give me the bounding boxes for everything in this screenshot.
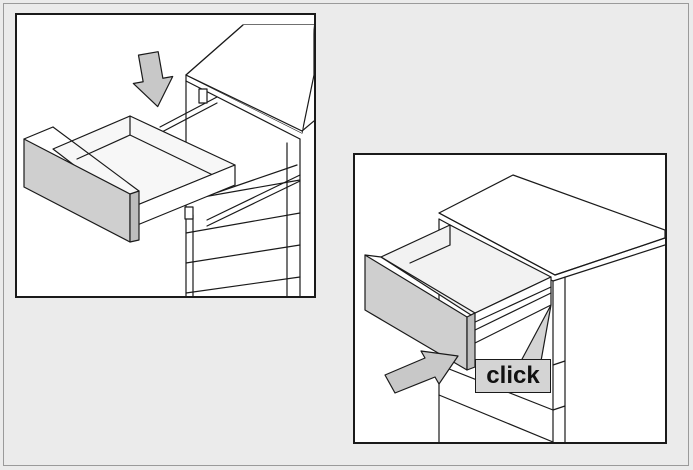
- step-2-illustration: [364, 174, 665, 442]
- click-label: click: [475, 359, 551, 393]
- step-1-panel: [15, 13, 316, 298]
- push-in-arrow-icon: [384, 350, 459, 394]
- rail-lower: [206, 174, 301, 221]
- press-down-arrow-icon: [132, 51, 174, 108]
- step-2-panel: click: [353, 153, 667, 444]
- step-1-illustration: [23, 24, 314, 296]
- rail-upper: [159, 96, 218, 128]
